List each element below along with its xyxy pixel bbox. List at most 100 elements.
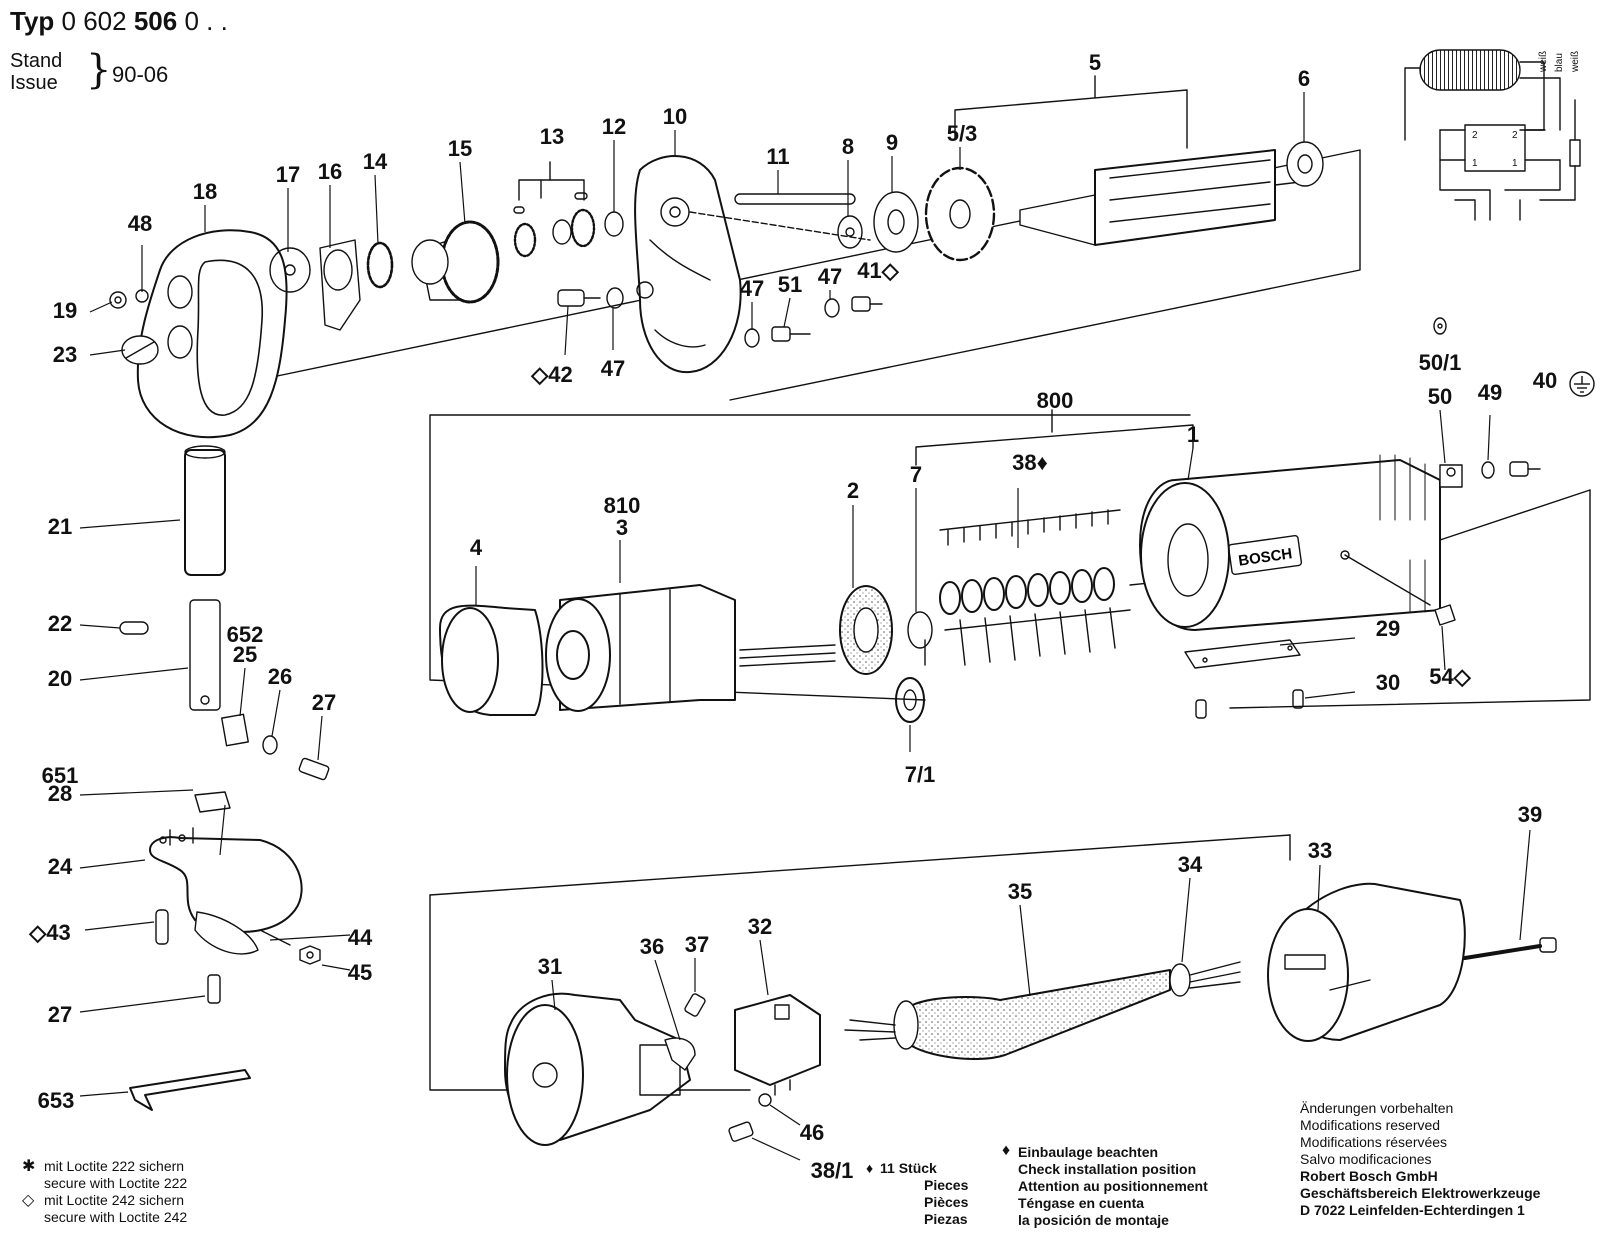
part-label: 28 [48, 781, 72, 806]
part-label: ◇42 [530, 362, 572, 387]
pos-de: Einbaulage beachten [1018, 1144, 1159, 1160]
part-label: 45 [348, 960, 372, 985]
part-label: 49 [1478, 380, 1502, 405]
part-label: 1 [1187, 422, 1199, 447]
part-label: 2 [847, 478, 859, 503]
part-label: 6 [1298, 66, 1310, 91]
part-label: 50 [1428, 384, 1452, 409]
part-label: 32 [748, 914, 772, 939]
pieces-fr: Pièces [924, 1194, 969, 1210]
part-label: 30 [1376, 670, 1400, 695]
part-label: 29 [1376, 616, 1400, 641]
type-number-b: 506 [133, 6, 178, 36]
loctite-legend: ✱ mit Loctite 222 sichern secure with Lo… [22, 1158, 188, 1226]
pos-en: Check installation position [1018, 1161, 1197, 1177]
part-label: 34 [1178, 852, 1203, 877]
part-label: 652 [227, 622, 264, 647]
pieces-es: Piezas [924, 1211, 968, 1227]
issue-label: Issue [10, 72, 58, 94]
part-label: 37 [685, 932, 709, 957]
modifications-notice: Änderungen vorbehalten Modifications res… [1300, 1100, 1540, 1219]
company-address: D 7022 Leinfelden-Echterdingen 1 [1300, 1202, 1525, 1218]
part-label: 54◇ [1429, 664, 1471, 689]
part-label: 27 [312, 690, 336, 715]
asterisk-icon: ✱ [22, 1158, 36, 1175]
part-label: 16 [318, 159, 342, 184]
pos-es2: la posición de montaje [1018, 1212, 1169, 1228]
part-label: 39 [1518, 802, 1542, 827]
part-label: 20 [48, 666, 72, 691]
loctite222-en: secure with Loctite 222 [44, 1175, 188, 1191]
part-label: 810 [604, 493, 641, 518]
part-label: 23 [53, 342, 77, 367]
installation-position-legend: ♦ Einbaulage beachten Check installation… [1002, 1142, 1208, 1229]
pos-es1: Téngase en cuenta [1018, 1195, 1145, 1211]
part-label: 24 [48, 854, 73, 879]
part-label: 13 [540, 124, 564, 149]
part-label: 33 [1308, 838, 1332, 863]
part-label: 46 [800, 1120, 824, 1145]
part-label: 18 [193, 179, 217, 204]
loctite222-de: mit Loctite 222 sichern [44, 1158, 185, 1174]
mods-fr: Modifications réservées [1300, 1134, 1448, 1150]
stand-issue-label: Stand Issue [10, 50, 62, 94]
brace-glyph: } [86, 47, 112, 93]
part-label: 9 [886, 130, 898, 155]
mods-de: Änderungen vorbehalten [1300, 1100, 1454, 1116]
company-name: Robert Bosch GmbH [1300, 1168, 1438, 1184]
company-division: Geschäftsbereich Elektrowerkzeuge [1300, 1185, 1541, 1201]
part-label: 15 [448, 136, 472, 161]
pieces-count: 11 Stück [880, 1160, 937, 1176]
part-label: 36 [640, 934, 664, 959]
type-label: Typ [10, 6, 55, 36]
type-number-c: 0 . . [184, 6, 228, 36]
terminal-label-2a: 2 [1472, 130, 1478, 141]
terminal-label-1b: 1 [1512, 158, 1518, 169]
wire-label-1: weiß [1538, 51, 1549, 73]
mods-es: Salvo modificaciones [1300, 1151, 1432, 1167]
part-label: 35 [1008, 879, 1032, 904]
ground-icon [1569, 371, 1595, 397]
part-label: 38♦ [1012, 450, 1048, 475]
part-label: 44 [348, 925, 373, 950]
filled-diamond-icon: ♦ [866, 1160, 874, 1176]
part-label: 8 [842, 134, 854, 159]
terminal-label-1a: 1 [1472, 158, 1478, 169]
part-label: 19 [53, 298, 77, 323]
type-number-a: 0 602 [61, 6, 127, 36]
part-label: 26 [268, 664, 292, 689]
part-label: 47 [601, 356, 625, 381]
loctite242-en: secure with Loctite 242 [44, 1209, 188, 1225]
part-label: 4 [470, 535, 483, 560]
pieces-en: Pieces [924, 1177, 969, 1193]
part-label: 800 [1037, 388, 1074, 413]
part-label: 7/1 [905, 762, 936, 787]
part-label: 17 [276, 162, 300, 187]
part-label: 12 [602, 114, 626, 139]
part-label: 38/1 [811, 1158, 854, 1183]
part-label: 47 [818, 264, 842, 289]
part-label: 31 [538, 954, 562, 979]
group-frame-middle [429, 414, 1191, 701]
stand-label: Stand [10, 50, 63, 72]
pieces-legend: ♦ 11 Stück Pieces Pièces Piezas [866, 1160, 969, 1228]
wire-label-3: weiß [1570, 51, 1581, 73]
part-label: 14 [363, 149, 388, 174]
part-label: 47 [740, 276, 764, 301]
part-label: 11 [766, 144, 789, 169]
part-label: 48 [128, 211, 152, 236]
mods-en: Modifications reserved [1300, 1117, 1441, 1133]
part-label: 40 [1533, 368, 1557, 393]
part-label: 50/1 [1419, 350, 1462, 375]
part-label: 51 [778, 272, 802, 297]
type-number: Typ 0 602 506 0 . . [10, 6, 228, 37]
part-label: 653 [38, 1088, 75, 1113]
part-label: 5/3 [947, 121, 978, 146]
part-label: 3 [616, 515, 628, 540]
part-label: 10 [663, 104, 687, 129]
terminal-label-2b: 2 [1512, 130, 1518, 141]
issue-date: 90-06 [112, 62, 169, 87]
part-label: 22 [48, 611, 72, 636]
part-label: ◇43 [28, 920, 70, 945]
